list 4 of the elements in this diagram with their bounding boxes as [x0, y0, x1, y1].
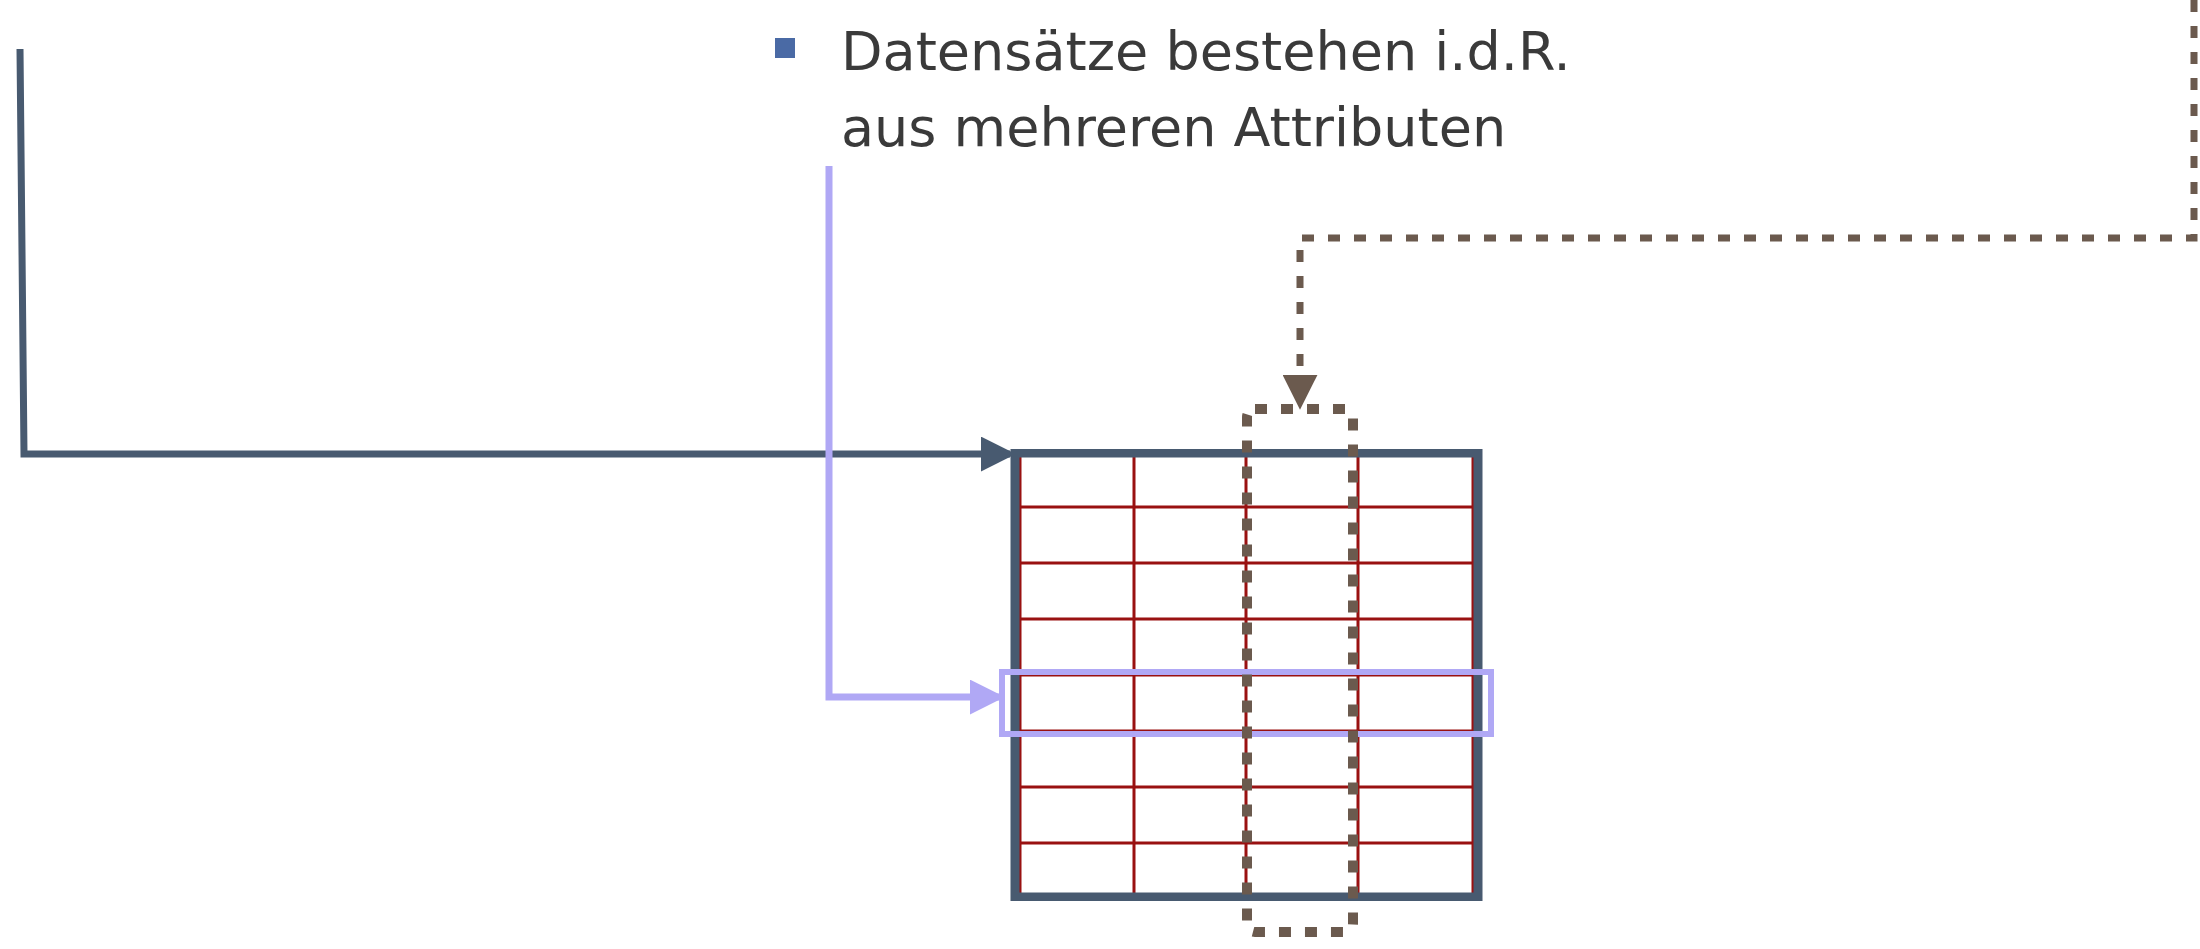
column-highlight [1242, 404, 1358, 937]
row-highlight [999, 669, 1494, 737]
bullet-text: Datensätze bestehen i.d.R. aus mehreren Attributen [841, 19, 1572, 161]
arrow [1282, 0, 2198, 410]
